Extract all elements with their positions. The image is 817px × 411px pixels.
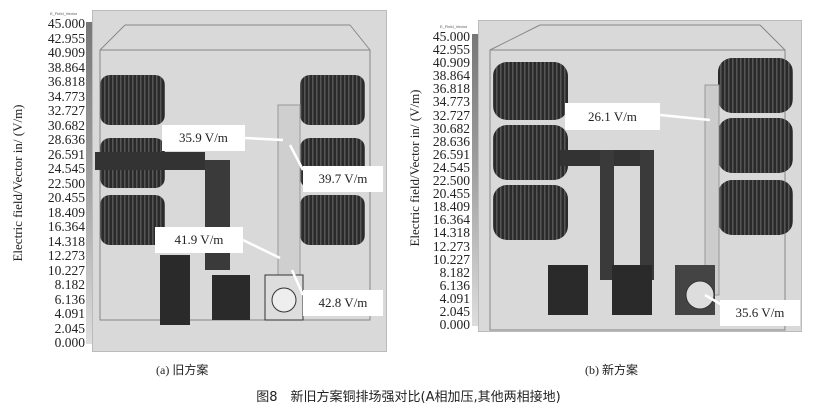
figure-caption: 图8 新旧方案铜排场强对比(A相加压,其他两相接地) xyxy=(256,390,561,405)
scale-tick-label: 30.682 xyxy=(47,117,85,133)
annotation-arrows xyxy=(242,113,723,307)
scale-tick-label: 22.500 xyxy=(47,175,85,191)
annotation-41-9: 41.9 V/m xyxy=(155,227,243,253)
scale-tick-label: 34.773 xyxy=(47,88,85,104)
scale-tick-label: 8.182 xyxy=(439,264,470,280)
scale-tick-label: 45.000 xyxy=(47,16,85,31)
scale-tick-label: 38.864 xyxy=(432,68,470,84)
scale-tick-label: 12.273 xyxy=(432,238,470,254)
scale-tick-label: 42.955 xyxy=(432,42,470,58)
scale-tick-label: 38.864 xyxy=(47,59,85,75)
scale-tick-label: 26.591 xyxy=(47,146,85,162)
scale-tick-label: 24.545 xyxy=(432,159,470,175)
scale-tick-label: 2.045 xyxy=(439,303,470,319)
scale-tick-label: 16.364 xyxy=(432,212,470,228)
scale-tick-label: 28.636 xyxy=(432,133,470,149)
scale-tick-label: 16.364 xyxy=(47,219,85,234)
scale-tick-label: 36.818 xyxy=(47,74,85,89)
scale-tick-label: 0.000 xyxy=(54,335,85,350)
colorbar-a xyxy=(86,22,92,344)
scale-tick-label: 18.409 xyxy=(432,199,470,215)
scale-tick-label: 40.909 xyxy=(47,45,85,60)
scale-tick-label: 36.818 xyxy=(432,81,470,97)
scale-tick-label: 40.909 xyxy=(432,55,470,71)
insulators-b xyxy=(493,58,793,315)
scale-tick-label: 24.545 xyxy=(47,161,85,176)
scale-tick-label: 32.727 xyxy=(432,107,470,123)
scale-tick-label: 12.273 xyxy=(47,248,85,263)
scale-tick-label: 20.455 xyxy=(47,190,85,205)
scale-tick-label: 42.955 xyxy=(47,30,85,46)
scale-tick-label: 45.000 xyxy=(432,29,470,44)
scale-tick-label: 32.727 xyxy=(47,103,85,118)
scale-tick-label: 8.182 xyxy=(54,277,85,292)
scale-tick-label: 10.227 xyxy=(432,251,470,267)
scale-tick-label: 26.591 xyxy=(432,146,470,162)
scale-tick-label: 28.636 xyxy=(47,132,85,147)
scale-tick-label: 18.409 xyxy=(47,204,85,220)
scale-tick-label: 34.773 xyxy=(432,94,470,110)
scale-tick-label: 6.136 xyxy=(439,277,470,293)
scale-tick-label: 4.091 xyxy=(54,306,85,321)
scale-tick-label: 10.227 xyxy=(47,262,85,278)
legend-title-b: E_Field_Vector xyxy=(440,24,468,29)
scale-tick-label: 4.091 xyxy=(439,290,470,306)
annotation-35-6: 35.6 V/m xyxy=(720,300,800,326)
insulators-a xyxy=(95,75,365,325)
annotation-35-9: 35.9 V/m xyxy=(162,125,245,151)
colorbar-b xyxy=(472,34,478,326)
scale-tick-label: 30.682 xyxy=(432,120,470,136)
scale-tick-label: 0.000 xyxy=(439,317,470,333)
scale-tick-label: 22.500 xyxy=(432,173,470,189)
annotation-39-7: 39.7 V/m xyxy=(303,166,383,192)
scale-tick-label: 14.318 xyxy=(432,225,470,241)
annotation-26-1: 26.1 V/m xyxy=(565,103,660,130)
scale-tick-label: 20.455 xyxy=(432,186,470,202)
caption-a: (a) 旧方案 xyxy=(156,363,209,377)
scale-tick-label: 6.136 xyxy=(54,291,85,307)
legend-title-a: E_Field_Vector xyxy=(50,11,78,16)
scale-tick-label: 14.318 xyxy=(47,233,85,249)
annotation-42-8: 42.8 V/m xyxy=(303,290,383,316)
scale-tick-label: 2.045 xyxy=(54,320,85,336)
caption-b: (b) 新方案 xyxy=(585,363,638,377)
